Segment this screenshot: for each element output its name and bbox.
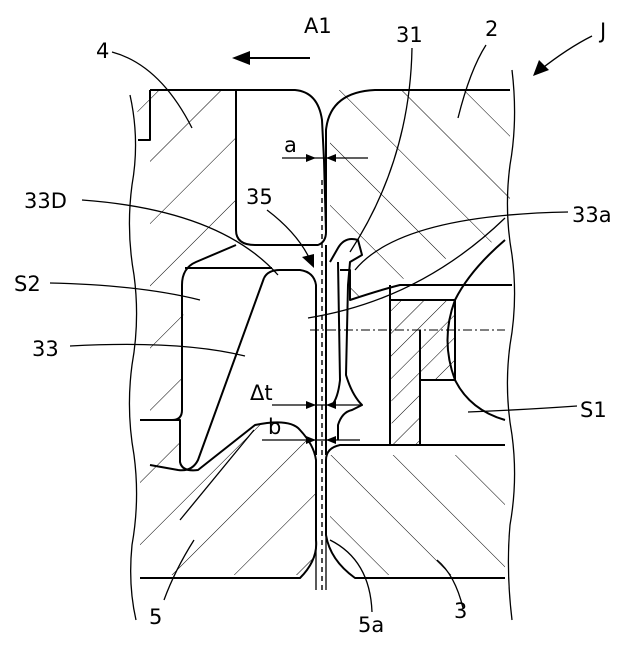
label-part-4: 4 xyxy=(96,39,109,63)
label-part-5: 5 xyxy=(149,605,162,629)
label-part-33D: 33D xyxy=(24,189,67,213)
label-part-5a: 5a xyxy=(358,613,384,637)
label-part-33a: 33a xyxy=(572,203,612,227)
label-gap-a: a xyxy=(284,133,297,157)
label-delta-t: Δt xyxy=(250,381,273,405)
label-part-3: 3 xyxy=(454,599,467,623)
component-2 xyxy=(326,90,512,300)
label-part-33: 33 xyxy=(32,337,59,361)
label-part-31: 31 xyxy=(396,23,423,47)
label-figure-j: J xyxy=(598,19,606,43)
label-space-S1: S1 xyxy=(580,398,607,422)
break-line-left xyxy=(129,95,136,620)
label-part-2: 2 xyxy=(485,17,498,41)
label-space-S2: S2 xyxy=(14,272,41,296)
label-gap-b: b xyxy=(268,415,281,439)
direction-arrow-a1 xyxy=(232,51,310,65)
figure-arrow-j xyxy=(533,36,592,76)
label-arrow-a1: A1 xyxy=(304,14,332,38)
label-part-35: 35 xyxy=(246,185,273,209)
